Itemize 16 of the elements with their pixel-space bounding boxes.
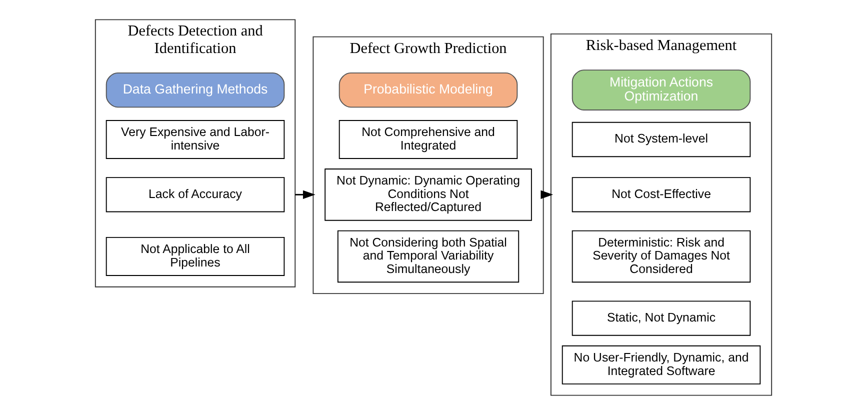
node-box: Not Comprehensive and Integrated [338,120,518,159]
node-box: No User-Friendly, Dynamic, and Integrated Software [562,345,761,384]
node-box: Mitigation Actions Optimization [572,70,751,110]
arrow [540,190,554,199]
node-box: Not Applicable to All Pipelines [106,236,285,276]
node-box: Not System-level [572,122,751,158]
arrow [295,190,316,199]
node-box: Deterministic: Risk and Severity of Damages Not Considered [572,230,751,283]
node-box: Static, Not Dynamic [572,300,751,336]
node-box: Data Gathering Methods [106,72,285,108]
node-box: Not Cost-Effective [572,177,751,212]
node-box: Very Expensive and Labor-intensive [106,120,285,159]
node-box: Probabilistic Modeling [338,72,518,108]
node-box: Lack of Accuracy [106,177,285,212]
node-box: Not Considering both Spatial and Temporal Variability Simultaneously [337,230,520,283]
node-box: Not Dynamic: Dynamic Operating Conditions Not Reflected/Captured [324,168,532,221]
